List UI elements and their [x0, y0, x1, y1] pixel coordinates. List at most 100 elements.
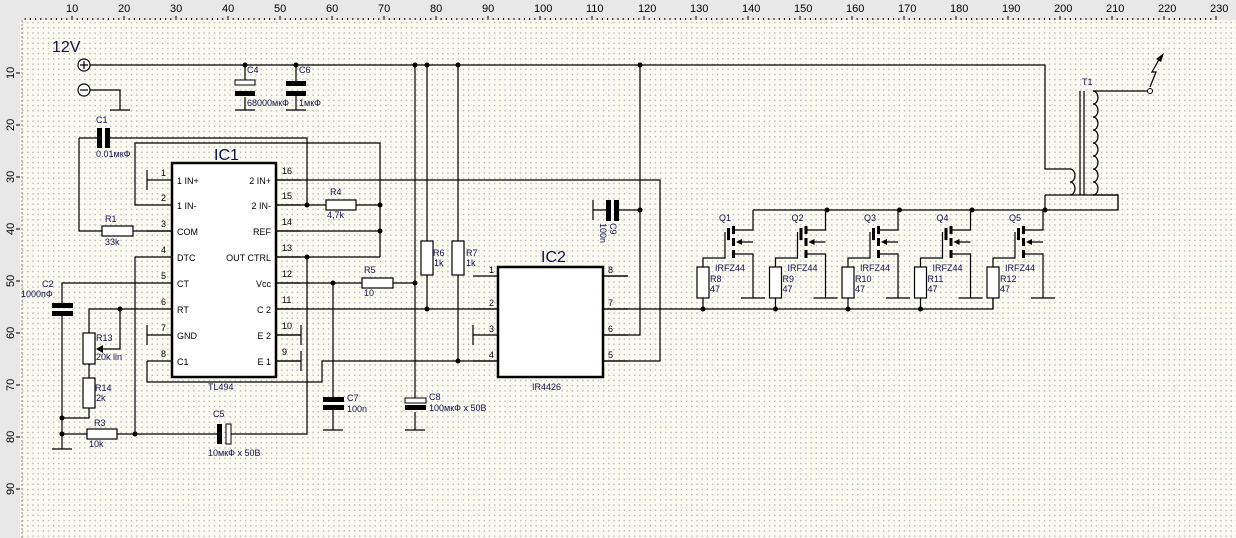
junction-dot	[412, 62, 418, 68]
resistor-r3[interactable]: R3 10k	[86, 418, 118, 449]
wire-e1	[276, 351, 302, 371]
pin-name: COM	[177, 227, 198, 237]
svg-text:2k: 2k	[96, 393, 106, 403]
capacitor-c9[interactable]: C9 100n	[592, 200, 640, 243]
ruler-x-label: 120	[638, 3, 656, 15]
junction-dot	[918, 306, 923, 312]
gate-resistor[interactable]	[696, 266, 710, 299]
svg-text:R14: R14	[95, 383, 112, 393]
transformer-t1[interactable]: T1	[1044, 77, 1153, 210]
capacitor-c4[interactable]: C4 68000мкФ	[234, 65, 289, 111]
wire-dtc	[134, 256, 147, 434]
pin-number: 3	[161, 219, 166, 229]
minus-terminal-icon[interactable]	[77, 83, 91, 97]
pin-number: 4	[489, 350, 494, 360]
pin-number: 7	[161, 323, 166, 333]
svg-text:0.01мкФ: 0.01мкФ	[96, 149, 131, 159]
svg-text:T1: T1	[1082, 77, 1093, 87]
ruler-x-label: 40	[222, 3, 234, 15]
mosfet-part: IRFZ44	[715, 263, 745, 273]
gate-resistor[interactable]	[913, 266, 928, 299]
ruler-x-label: 130	[690, 3, 708, 15]
svg-text:10мкФ x 50В: 10мкФ x 50В	[208, 448, 261, 458]
ruler-x-label: 150	[794, 3, 812, 15]
resistor-value: 47	[710, 284, 720, 294]
pin-name: E 1	[257, 357, 271, 367]
gate-resistor[interactable]	[841, 266, 855, 299]
resistor-r14[interactable]: R14 2k	[82, 377, 112, 409]
junction-dot	[824, 207, 830, 213]
junction-dot	[304, 254, 310, 260]
capacitor-c1[interactable]: C1 0.01мкФ	[78, 115, 308, 232]
junction-dot	[242, 62, 248, 68]
capacitor-c6[interactable]: C6 1мкФ	[286, 65, 321, 111]
junction-dot	[304, 202, 310, 208]
svg-text:R1: R1	[105, 214, 117, 224]
capacitor-c5[interactable]: C5 10мкФ x 50В	[208, 409, 261, 458]
svg-text:10k: 10k	[89, 439, 104, 449]
ruler-x-label: 70	[378, 3, 390, 15]
junction-dot	[293, 62, 299, 68]
ruler-x-label: 110	[586, 3, 604, 15]
plus-terminal-icon[interactable]	[77, 58, 91, 72]
resistor-r7[interactable]: R7 1k	[451, 240, 478, 276]
wire-outctrl	[231, 256, 380, 435]
ruler-y-label: 60	[5, 327, 17, 339]
wire-e2	[276, 325, 302, 345]
svg-text:IC1: IC1	[214, 147, 239, 164]
pin-name: 2 IN+	[249, 176, 271, 186]
resistor-ref: R9	[783, 274, 795, 284]
junction-dot	[117, 306, 123, 312]
resistor-r6[interactable]: R6 1k	[420, 240, 445, 276]
gate-resistor[interactable]	[986, 266, 1000, 299]
capacitor-c2[interactable]: C2 1000пФ	[21, 279, 73, 316]
pin-number: 7	[608, 298, 613, 308]
junction-dot	[455, 358, 461, 364]
svg-text:20k lin: 20k lin	[96, 352, 122, 362]
resistor-r4[interactable]: R4 4,7k	[325, 187, 357, 220]
junction-dot	[637, 207, 643, 213]
resistor-r1[interactable]: R1 33k	[101, 214, 134, 247]
pin-number: 15	[282, 191, 292, 201]
svg-text:R7: R7	[466, 248, 478, 258]
junction-dots	[59, 62, 1048, 437]
junction-dot	[377, 202, 383, 208]
junction-dot	[59, 415, 65, 421]
ruler-x-label: 200	[1054, 3, 1072, 15]
ruler-x-label: 50	[274, 3, 286, 15]
junction-dot	[845, 306, 851, 312]
svg-text:C4: C4	[247, 65, 259, 75]
svg-text:4,7k: 4,7k	[327, 210, 345, 220]
pin-name: GND	[177, 331, 198, 341]
capacitor-c7[interactable]: C7 100n	[323, 283, 367, 431]
gate-resistor[interactable]	[768, 266, 783, 299]
resistor-value: 47	[783, 284, 793, 294]
resistor-r5[interactable]: R5 10	[361, 265, 394, 298]
svg-text:TL494: TL494	[208, 382, 234, 392]
ic1-tl494[interactable]: IC1 TL494 11 IN+21 IN-3COM4DTC5CT6RT7GND…	[147, 147, 301, 392]
pin-name: E 2	[257, 331, 271, 341]
wire-ic2-pin6	[603, 65, 641, 336]
junction-dot	[412, 280, 418, 286]
wire-feedback	[134, 142, 381, 257]
potentiometer-r13[interactable]: R13 20k lin	[82, 332, 122, 365]
svg-text:100n: 100n	[347, 404, 367, 414]
ruler-x-label: 30	[170, 3, 182, 15]
capacitor-c8[interactable]: C8 100мкФ x 50В	[404, 392, 487, 413]
resistor-ref: R8	[710, 274, 722, 284]
pin-number: 4	[161, 245, 166, 255]
pin-name: C1	[177, 357, 189, 367]
junction-dot	[637, 62, 643, 68]
wire-ct	[52, 282, 147, 450]
junction-dot	[424, 306, 430, 312]
wire-rt	[62, 308, 147, 419]
svg-text:R4: R4	[330, 187, 342, 197]
supply-label: 12V	[52, 39, 81, 56]
